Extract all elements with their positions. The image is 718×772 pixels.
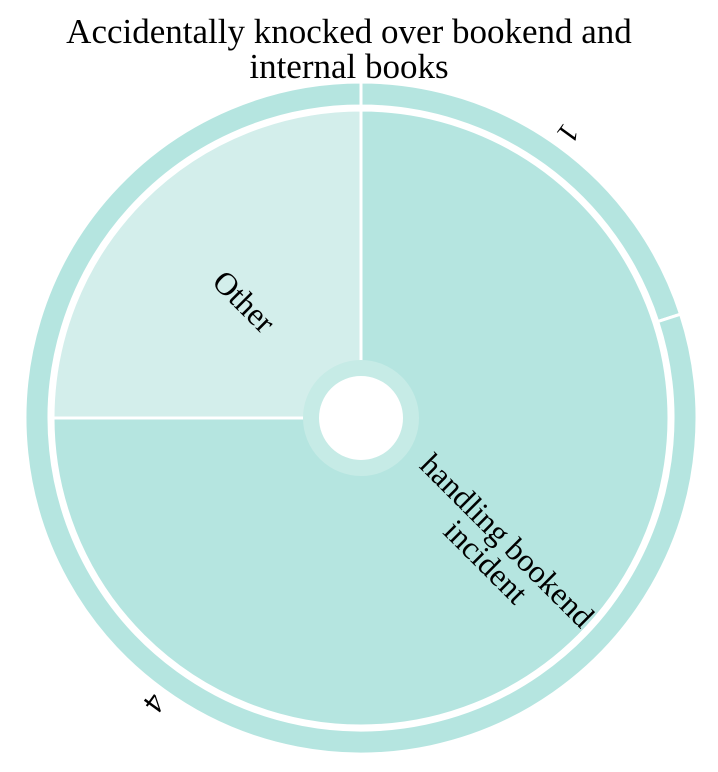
chart-title-line-1: Accidentally knocked over bookend and [66, 12, 632, 51]
ring-separator [50, 107, 672, 729]
inner-slice-1 [51, 108, 363, 420]
chart-title: Accidentally knocked over bookend and in… [66, 12, 632, 86]
outer-ring-segment-2 [23, 80, 699, 756]
chart-slices [23, 80, 699, 756]
center-hole [303, 360, 419, 476]
chart-title-line-2: internal books [249, 47, 448, 86]
